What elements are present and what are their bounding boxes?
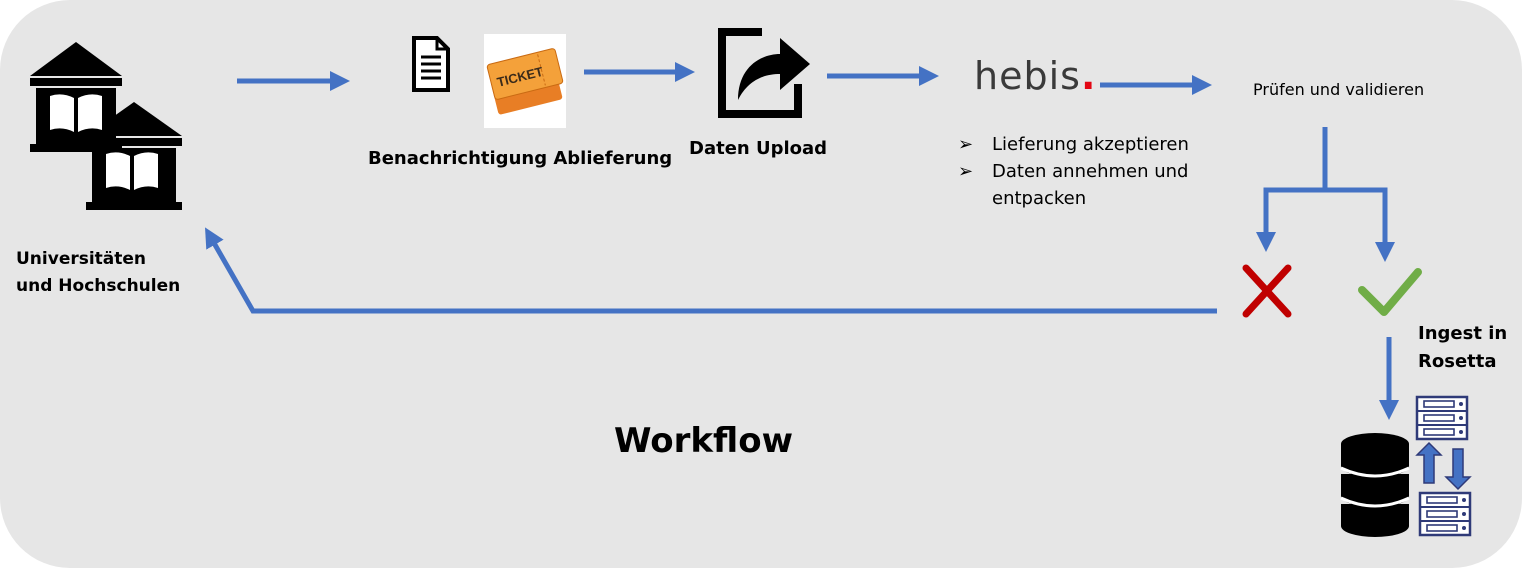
ticket-icon: TICKET <box>484 34 566 128</box>
split-connector <box>1256 127 1328 252</box>
list-item-text: Daten annehmen und <box>992 161 1189 182</box>
upload-label: Daten Upload <box>689 138 828 159</box>
document-icon <box>412 36 450 92</box>
list-item: entpacken <box>958 185 1189 212</box>
share-upload-icon <box>718 28 810 118</box>
universities-label-line2: und Hochschulen <box>16 276 181 296</box>
list-item-text: Lieferung akzeptieren <box>992 134 1189 155</box>
red-x-icon <box>1242 264 1292 318</box>
bullet-arrow: ➢ <box>958 161 974 182</box>
hebis-logo: hebis. <box>974 54 1096 98</box>
ingest-label-line2: Rosetta <box>1418 351 1497 372</box>
bullet-arrow: ➢ <box>958 134 974 155</box>
arrow-reject-back-to-universities <box>205 227 1217 314</box>
universities-label: Universitäten und Hochschulen <box>16 246 180 300</box>
ingest-label-line1: Ingest in <box>1418 323 1508 344</box>
server-icon <box>1415 395 1472 537</box>
database-icon <box>1340 433 1410 537</box>
notification-label: Benachrichtigung Ablieferung <box>368 148 673 169</box>
diagram-title: Workflow <box>614 421 793 461</box>
green-check-icon <box>1358 268 1422 316</box>
hebis-steps-list: ➢ Lieferung akzeptieren ➢ Daten annehmen u… <box>958 131 1189 212</box>
universities-label-line1: Universitäten <box>16 249 147 269</box>
ingest-label: Ingest in Rosetta <box>1418 320 1507 376</box>
split-connector-accept <box>1325 187 1395 262</box>
list-item: ➢ Daten annehmen und <box>958 158 1189 185</box>
hebis-logo-text: hebis <box>974 54 1081 98</box>
check-validate-label: Prüfen und validieren <box>1253 80 1425 99</box>
library-buildings-icon <box>30 42 182 210</box>
list-item: ➢ Lieferung akzeptieren <box>958 131 1189 158</box>
list-item-text: entpacken <box>992 188 1087 209</box>
hebis-logo-dot: . <box>1080 54 1097 98</box>
